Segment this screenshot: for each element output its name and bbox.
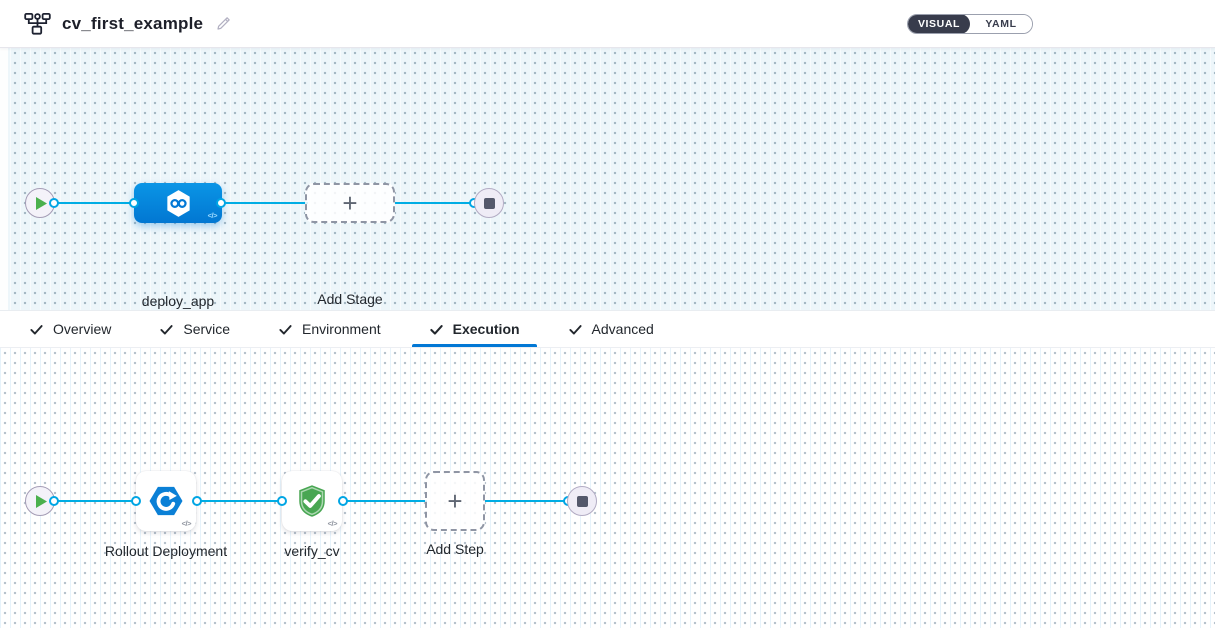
tab-label: Service (183, 321, 231, 337)
play-icon (36, 196, 47, 210)
pipeline-end-node[interactable] (474, 188, 504, 218)
shield-check-icon (299, 485, 325, 517)
port-verify-out[interactable] (338, 496, 348, 506)
code-view-icon[interactable]: </> (181, 519, 192, 528)
tab-advanced[interactable]: Advanced (551, 311, 671, 347)
tab-label: Environment (302, 321, 381, 337)
edge-rollout-verify (196, 500, 284, 502)
port-rollout-in[interactable] (131, 496, 141, 506)
step-label-verify-cv: verify_cv (284, 543, 340, 559)
execution-end-node[interactable] (567, 486, 597, 516)
play-icon (36, 494, 47, 508)
port-rollout-out[interactable] (192, 496, 202, 506)
tab-environment[interactable]: Environment (261, 311, 398, 347)
port-verify-in[interactable] (277, 496, 287, 506)
tab-service[interactable]: Service (142, 311, 247, 347)
check-icon (429, 324, 443, 335)
step-label-rollout-deployment: Rollout Deployment (104, 543, 228, 559)
tab-label: Overview (53, 321, 112, 337)
edge-start-rollout (54, 500, 139, 502)
stage-canvas[interactable]: </> deploy_app + Add Stage (0, 48, 1215, 311)
toggle-visual[interactable]: VISUAL (908, 14, 970, 33)
plus-icon: + (447, 486, 463, 516)
check-icon (279, 324, 292, 334)
add-stage-label: Add Stage (317, 291, 383, 307)
edge-verify-addstep (342, 500, 427, 502)
stage-label-deploy-app: deploy_app (141, 293, 215, 309)
check-icon (568, 324, 582, 334)
edge-addstep-end (485, 500, 569, 502)
edge-deploy-addstage (220, 202, 308, 204)
execution-canvas[interactable]: </> Rollout Deployment </> verify_cv + A… (0, 348, 1215, 628)
stage-node-deploy-app[interactable]: </> (134, 183, 222, 223)
tab-overview[interactable]: Overview (12, 311, 128, 347)
port-deploy-out[interactable] (216, 198, 226, 208)
header: cv_first_example VISUAL YAML (0, 0, 1215, 48)
edge-addstage-end (395, 202, 477, 204)
step-node-rollout-deployment[interactable]: </> (136, 471, 196, 531)
code-view-icon[interactable]: </> (327, 519, 338, 528)
stop-icon (483, 197, 495, 209)
port-start-out[interactable] (49, 198, 59, 208)
code-view-icon[interactable]: </> (207, 211, 218, 220)
pipeline-icon (24, 12, 51, 35)
port-exec-start-out[interactable] (49, 496, 59, 506)
rollout-hexagon-arrow-icon (149, 486, 183, 516)
add-step-label: Add Step (426, 541, 484, 557)
tab-label: Execution (452, 321, 520, 337)
edit-pencil-icon[interactable] (215, 15, 232, 32)
page-title: cv_first_example (62, 13, 204, 33)
plus-icon: + (342, 188, 358, 218)
add-step-button[interactable]: + (425, 471, 485, 531)
tab-execution[interactable]: Execution (411, 311, 537, 347)
port-deploy-in[interactable] (129, 198, 139, 208)
step-node-verify-cv[interactable]: </> (282, 471, 342, 531)
edge-start-deploy (54, 202, 138, 204)
view-mode-toggle: VISUAL YAML (907, 13, 1033, 34)
active-tab-underline (411, 344, 537, 347)
stop-icon (576, 495, 588, 507)
toggle-yaml[interactable]: YAML (970, 14, 1032, 33)
stage-config-tabs: Overview Service Environment Execution (0, 311, 1215, 348)
add-stage-button[interactable]: + (305, 183, 395, 223)
check-icon (160, 324, 173, 334)
cd-hexagon-infinity-icon (166, 189, 190, 217)
check-icon (30, 324, 43, 334)
tab-label: Advanced (591, 321, 654, 337)
canvas-gutter (0, 48, 8, 311)
